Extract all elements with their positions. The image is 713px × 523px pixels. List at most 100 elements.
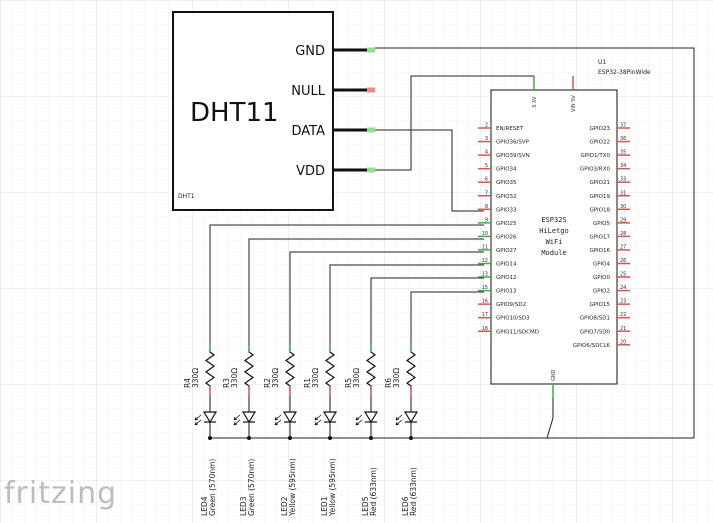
- esp32-pin-label: GPIO35: [496, 180, 517, 186]
- esp32-pin-number: 36: [620, 136, 626, 142]
- resistor-ref: R6: [384, 378, 393, 388]
- resistor-value: 330Ω: [392, 368, 401, 388]
- wire-gpio14-r1[interactable]: [329, 264, 484, 348]
- resistor-r6[interactable]: [405, 348, 417, 390]
- esp32-pin-label: GPIO13: [496, 289, 517, 295]
- esp32-pin-number: 21: [620, 326, 626, 332]
- esp32-pin-label: GPIO33: [496, 207, 517, 213]
- dht11-pin-gnd: GND: [295, 44, 325, 59]
- esp32-ref: U1: [598, 59, 606, 66]
- esp32-pin-number: 9: [485, 217, 488, 223]
- esp32-module-line-3: WiFi: [546, 238, 563, 246]
- esp32-module[interactable]: U1 ESP32-38PinWide 3.3V VIN 5V GND ESP32…: [478, 59, 651, 398]
- esp32-pin-label: GPIO39/SVN: [496, 153, 530, 159]
- esp32-module-line-2: HiLetgo: [539, 227, 569, 235]
- esp32-pin-number: 11: [482, 244, 488, 250]
- esp32-pin-label: EN/RESET: [496, 126, 524, 132]
- dht11-pin-null: NULL: [291, 84, 325, 99]
- resistor-value: 330Ω: [311, 368, 320, 388]
- resistor-ref: R1: [303, 378, 312, 388]
- dht11-ref: DHT1: [178, 193, 195, 200]
- esp32-pin-number: 4: [485, 150, 488, 156]
- esp32-pin-label: GPIO2: [593, 289, 610, 295]
- esp32-pin-number: 5: [485, 163, 488, 169]
- resistor-r5[interactable]: [365, 348, 377, 390]
- esp32-pin-number: 23: [620, 299, 626, 305]
- esp32-pin-label: GPIO16: [589, 248, 610, 254]
- wire-gpio13-r6[interactable]: [410, 291, 484, 348]
- esp32-pin-label: GPIO25: [496, 221, 517, 227]
- esp32-pin-label: GPIO1/TX0: [580, 153, 610, 159]
- resistor-r1[interactable]: [324, 348, 336, 390]
- wire-gpio27-r2[interactable]: [289, 251, 484, 348]
- esp32-pin-label: GPIO4: [593, 262, 611, 268]
- wire-gpio25-r4[interactable]: [209, 224, 484, 348]
- esp32-3v3-label: 3.3V: [532, 96, 538, 108]
- dht11-sensor[interactable]: DHT11 DHT1 GND NULL DATA VDD: [172, 11, 375, 211]
- esp32-pin-label: GPIO0: [593, 275, 611, 281]
- wire-gpio26-r3[interactable]: [248, 238, 484, 348]
- esp32-pin-number: 12: [482, 258, 488, 264]
- wire-gpio12-r5[interactable]: [370, 277, 484, 348]
- led-ref: LED5: [361, 496, 370, 516]
- wire-data-gpio33[interactable]: [375, 129, 484, 212]
- junction-dot: [369, 436, 373, 440]
- dht11-body: [172, 11, 334, 211]
- esp32-pin-label: GPIO14: [496, 262, 517, 268]
- resistor-r3[interactable]: [243, 348, 255, 390]
- resistor-r2[interactable]: [284, 348, 296, 390]
- esp32-pin-number: 28: [620, 231, 626, 237]
- resistor-value: 330Ω: [271, 368, 280, 388]
- esp32-pin-number: 30: [620, 204, 626, 210]
- resistor-r4[interactable]: [204, 348, 216, 390]
- wire-vdd-3v3[interactable]: [375, 75, 534, 171]
- esp32-pin-number: 29: [620, 217, 626, 223]
- led-desc: Yellow (595nm): [328, 458, 337, 517]
- wire-gnd-rail[interactable]: [375, 47, 695, 438]
- esp32-pin-label: GPIO34: [496, 167, 517, 173]
- esp32-pin-number: 20: [620, 339, 626, 345]
- esp32-pin-en-reset[interactable]: 2EN/RESET: [478, 123, 524, 133]
- wire-esp-gnd[interactable]: [546, 398, 554, 439]
- junction-dot: [288, 436, 292, 440]
